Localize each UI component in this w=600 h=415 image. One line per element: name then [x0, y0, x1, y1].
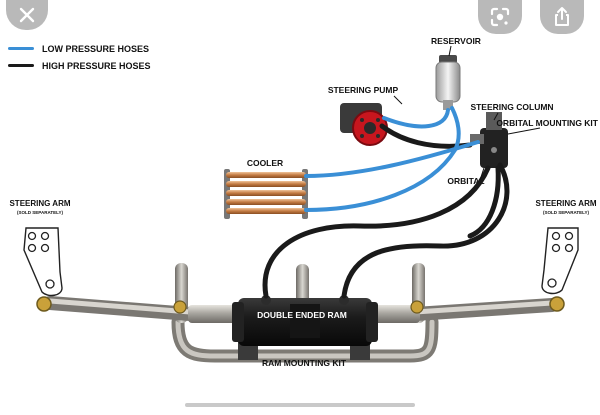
sold-separately-left-label: (SOLD SEPARATELY) [17, 210, 63, 215]
legend-high-pressure-label: HIGH PRESSURE HOSES [42, 60, 151, 71]
steering-column-label: STEERING COLUMN [470, 102, 553, 112]
close-icon [19, 7, 35, 23]
low-pressure-swatch [8, 47, 34, 50]
double-ended-ram [232, 295, 378, 346]
steering-arm-right-label: STEERING ARM [535, 199, 596, 208]
legend: LOW PRESSURE HOSES HIGH PRESSURE HOSES [8, 40, 151, 74]
orbital-mounting-kit-label: ORBITAL MOUNTING KIT [496, 118, 598, 128]
lp-hose-reservoir-pump [382, 108, 450, 129]
ram-port-left [261, 295, 271, 305]
hp-hose-ram-left [262, 165, 491, 299]
legend-high-pressure: HIGH PRESSURE HOSES [8, 57, 151, 74]
reservoir-label: RESERVOIR [431, 36, 481, 46]
steering-arm-right [541, 227, 579, 295]
tie-rod-left [36, 296, 240, 323]
share-button[interactable] [540, 0, 584, 34]
legend-low-pressure: LOW PRESSURE HOSES [8, 40, 151, 57]
steering-arm-left-label: STEERING ARM [9, 199, 70, 208]
rod-end-right [549, 296, 565, 312]
share-icon [555, 7, 569, 26]
hp-hose-orbital-return [467, 165, 501, 239]
sold-separately-right-label: (SOLD SEPARATELY) [543, 210, 589, 215]
orbital-label: ORBITAL [447, 176, 484, 186]
leader-lines [393, 45, 541, 181]
cooler [224, 169, 308, 219]
rod-left-inner [188, 305, 240, 323]
hp-hose-ram-right [341, 162, 510, 299]
post-center [296, 264, 309, 306]
home-indicator [185, 403, 415, 407]
rod-end-left [36, 296, 52, 312]
lens-search-icon [490, 7, 510, 27]
ram-port-right [339, 295, 349, 305]
ram-mounting-kit-label: RAM MOUNTING KIT [262, 358, 347, 368]
legend-low-pressure-label: LOW PRESSURE HOSES [42, 43, 150, 54]
steering-pump [340, 103, 388, 146]
steering-pump-label: STEERING PUMP [328, 85, 399, 95]
double-ended-ram-label: DOUBLE ENDED RAM [257, 310, 347, 320]
high-pressure-swatch [8, 64, 34, 67]
rod-clamp-left [173, 300, 187, 314]
tie-rod-right [368, 296, 565, 323]
rod-clamp-right [410, 300, 424, 314]
low-pressure-hoses [304, 106, 480, 212]
steering-arm-left [23, 227, 63, 297]
lens-search-button[interactable] [478, 0, 522, 34]
reservoir [435, 55, 461, 110]
orbital-unit [470, 112, 508, 168]
close-button[interactable] [6, 0, 48, 30]
rod-right-inner [368, 305, 420, 323]
lp-hose-cooler-reservoir [304, 106, 461, 212]
high-pressure-hoses [262, 123, 510, 299]
cooler-label: COOLER [247, 158, 283, 168]
